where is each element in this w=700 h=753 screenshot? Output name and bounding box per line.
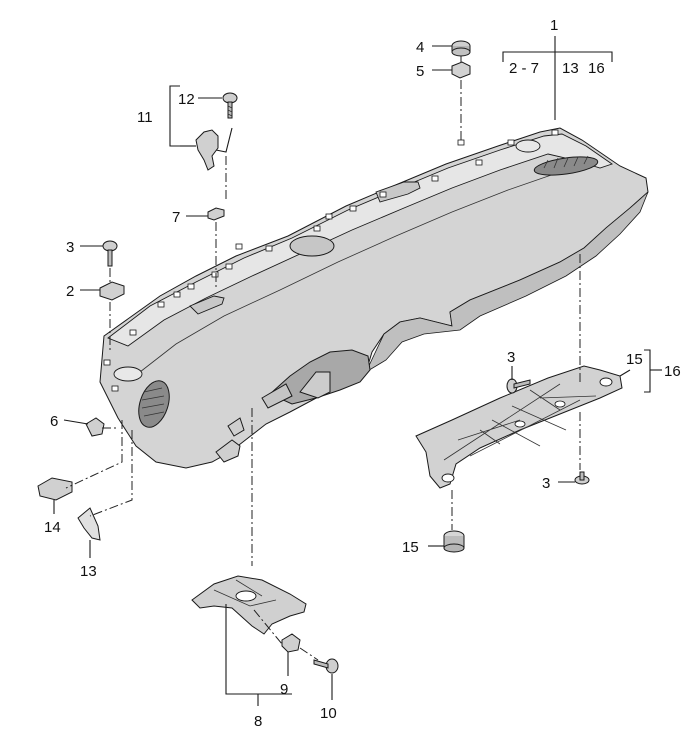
speaker-grille-center	[289, 235, 335, 257]
part-7-clip	[207, 207, 225, 221]
callout-10: 10	[320, 705, 337, 722]
callout-12: 12	[178, 91, 195, 108]
callout-2: 2	[66, 283, 74, 300]
dashboard-panel	[99, 127, 649, 469]
support-bracket-ribs	[443, 383, 597, 461]
callout-11: 11	[137, 109, 153, 126]
part-6-clip	[85, 417, 105, 437]
defrost-slot-2	[189, 295, 225, 315]
callout-1-range-a: 2 - 7	[509, 60, 539, 77]
callout-9: 9	[280, 681, 288, 698]
dashboard-front-face	[365, 191, 649, 374]
lower-bracket	[191, 575, 307, 635]
callout-7: 7	[172, 209, 180, 226]
speaker-grille-left	[113, 366, 143, 382]
cavity-bracket-2	[261, 383, 293, 409]
right-air-vent	[533, 155, 599, 176]
assembly-lines	[65, 56, 581, 661]
part-10-screw	[313, 658, 339, 674]
callout-labels: 1 2 - 7 13 16 4 5 12 11 7 3 2 6 14 13 3 …	[44, 17, 681, 730]
callout-8: 8	[254, 713, 262, 730]
support-bracket	[415, 365, 623, 489]
callout-5: 5	[416, 63, 424, 80]
support-bracket-hole-3	[514, 420, 526, 428]
part-2-nut-clip	[99, 281, 125, 301]
callout-16: 16	[664, 363, 681, 380]
part-11-hook	[195, 129, 219, 171]
callout-15-bracket: 15	[626, 351, 643, 368]
callout-1-range-b: 13	[562, 60, 579, 77]
lower-mount-tab	[215, 439, 241, 463]
callout-3-right: 3	[542, 475, 550, 492]
part-4-cap	[451, 40, 471, 57]
dashboard-top-lip	[107, 133, 613, 347]
defrost-slot	[375, 181, 421, 203]
part-9-clip	[281, 633, 301, 653]
callout-4: 4	[416, 39, 424, 56]
callout-3-bracket: 3	[507, 349, 515, 366]
part-5-clip	[451, 61, 471, 79]
cavity-bracket	[299, 371, 331, 399]
lower-bracket-body	[191, 575, 307, 635]
callout-14: 14	[44, 519, 61, 536]
callout-1: 1	[550, 17, 558, 34]
part-15-grommet	[443, 530, 465, 553]
support-bracket-hole-1	[441, 473, 455, 483]
callout-15-bottom: 15	[402, 539, 419, 556]
part-3-screw-right	[574, 471, 590, 485]
part-3-screw-left	[102, 240, 118, 267]
callout-1-range-c: 16	[588, 60, 605, 77]
top-edge-clips	[103, 129, 559, 392]
lower-mount-tab-2	[227, 417, 245, 437]
left-air-vent	[138, 380, 170, 428]
support-bracket-hole-2	[599, 377, 613, 387]
part-14-clip	[37, 477, 73, 501]
lower-bracket-fold	[213, 579, 277, 607]
support-bracket-hole-4	[554, 400, 566, 408]
callout-13: 13	[80, 563, 97, 580]
part-11-hook-arm	[215, 127, 233, 153]
callout-6: 6	[50, 413, 58, 430]
callout-3-left: 3	[66, 239, 74, 256]
lower-bracket-hole	[235, 590, 257, 602]
part-13-trim-strip	[77, 507, 101, 541]
part-12-screw	[222, 92, 238, 119]
leader-lines	[53, 36, 662, 706]
dashboard-center-rib	[139, 171, 561, 373]
speaker-grille-right	[515, 139, 541, 153]
